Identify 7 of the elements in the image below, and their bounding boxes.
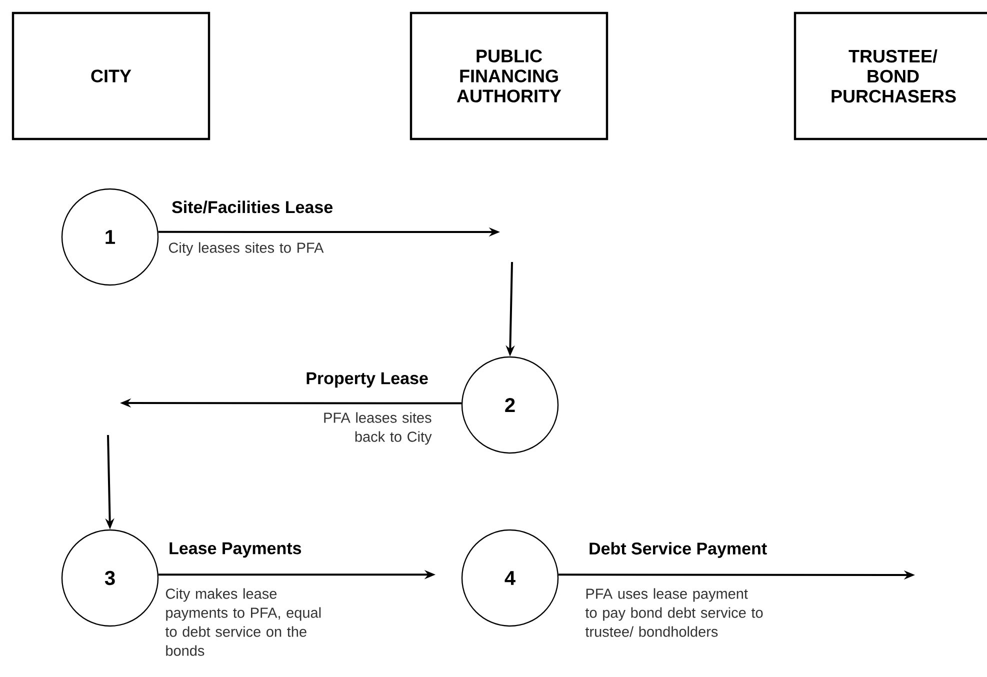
edge-label: Debt Service Payment [590,542,767,558]
edge-label: Lease Payments [170,542,302,558]
entity-box: TRUSTEE/ BOND PURCHASERS [794,12,987,140]
entity-box: PUBLIC FINANCING AUTHORITY [410,12,608,140]
edge-label: Site/Facilities Lease [172,200,333,214]
edge-label: Property Lease [306,372,428,388]
entity-box: CITY [12,12,210,140]
